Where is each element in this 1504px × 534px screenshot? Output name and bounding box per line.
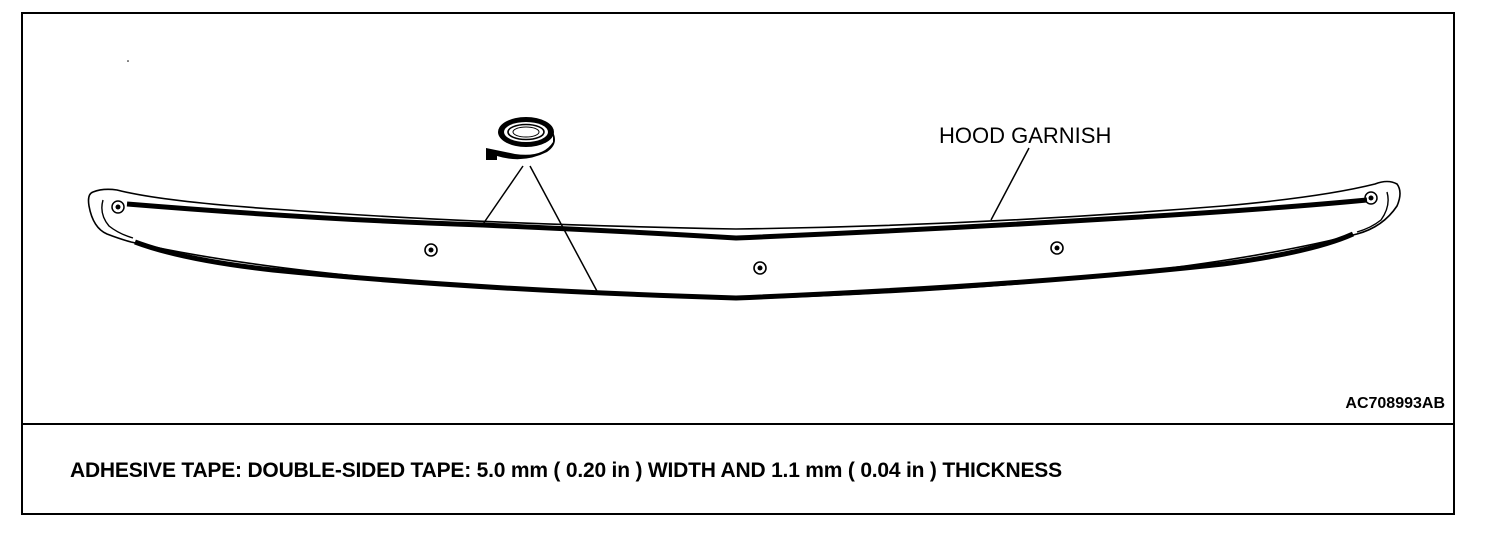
- clip-center: [753, 261, 767, 275]
- clip-left: [424, 243, 438, 257]
- garnish-inner-edge: [101, 191, 1389, 239]
- clip-left-corner: [111, 200, 125, 214]
- lower-adhesive-tape: [134, 231, 1355, 301]
- hood-garnish-label: HOOD GARNISH: [939, 123, 1112, 148]
- tape-roll-icon: [486, 117, 555, 160]
- garnish-outline: [87, 180, 1401, 300]
- upper-adhesive-tape: [126, 197, 1368, 241]
- leader-line-lower-tape: [529, 165, 599, 294]
- clip-right-corner: [1364, 191, 1378, 205]
- hood-garnish-drawing: [87, 60, 1401, 301]
- caption-text: ADHESIVE TAPE: DOUBLE-SIDED TAPE: 5.0 mm…: [70, 459, 1062, 482]
- figure-id: AC708993AB: [1345, 395, 1445, 412]
- leader-line-upper-tape: [480, 165, 524, 228]
- clip-right: [1050, 241, 1064, 255]
- illustration-panel: HOOD GARNISH AC708993AB: [23, 14, 1453, 423]
- leader-line-hood-garnish: [990, 147, 1030, 221]
- caption-divider: [23, 423, 1453, 425]
- figure-frame: HOOD GARNISH AC708993AB ADHESIVE TAPE: D…: [21, 12, 1455, 515]
